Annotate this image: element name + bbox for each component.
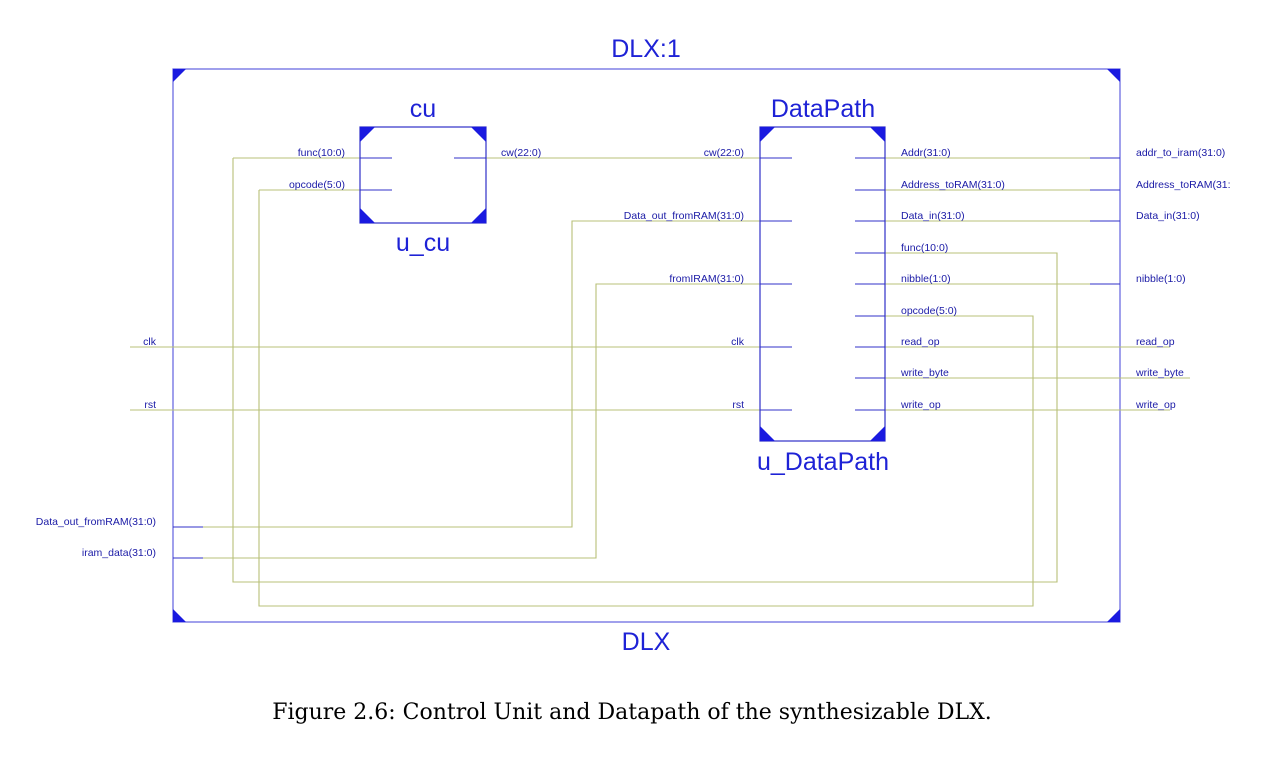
dp-port-func: func(10:0): [901, 242, 948, 254]
cu-port-opcode: opcode(5:0): [289, 179, 345, 191]
dp-port-data-out-fromram: Data_out_fromRAM(31:0): [624, 210, 744, 222]
dp-port-addr: Addr(31:0): [901, 147, 951, 159]
dp-port-write-byte: write_byte: [900, 367, 949, 379]
cu-port-cw: cw(22:0): [501, 147, 541, 159]
top-input-clk: clk: [143, 336, 157, 348]
top-output-data-in: Data_in(31:0): [1136, 210, 1200, 222]
top-input-rst: rst: [144, 399, 156, 411]
top-output-address-toram: Address_toRAM(31:: [1136, 179, 1231, 191]
top-input-data-out-fromram: Data_out_fromRAM(31:0): [36, 516, 156, 528]
dp-port-fromiram: fromIRAM(31:0): [669, 273, 744, 285]
top-input-iram-data: iram_data(31:0): [82, 547, 156, 559]
dp-port-cw: cw(22:0): [704, 147, 744, 159]
wire-data-out-fromram: [203, 220, 760, 528]
dp-port-rst: rst: [732, 399, 744, 411]
cu-corner-tr: [471, 127, 486, 142]
wire-opcode: [258, 190, 1034, 607]
cu-corner-bl: [360, 208, 375, 223]
cu-box: [359, 126, 487, 224]
bottom-module-title: DLX: [622, 628, 671, 656]
dp-corner-br: [870, 426, 885, 441]
dp-corner-tr: [870, 127, 885, 142]
frame-corner-bl: [173, 609, 186, 622]
top-inputs: clk rst Data_out_fromRAM(31:0) iram_data…: [36, 336, 203, 559]
datapath-title: DataPath: [771, 95, 875, 123]
cu-instance-name: u_cu: [396, 229, 450, 257]
dp-port-opcode: opcode(5:0): [901, 305, 957, 317]
cu-corner-br: [471, 208, 486, 223]
figure-caption: Figure 2.6: Control Unit and Datapath of…: [272, 700, 992, 725]
dp-corner-tl: [760, 127, 775, 142]
cu-block: cu func(10:0) opcode(5:0) cw(22:0) u_cu: [289, 95, 541, 257]
dp-corner-bl: [760, 426, 775, 441]
dp-port-write-op: write_op: [900, 399, 941, 411]
dp-port-address-toram: Address_toRAM(31:0): [901, 179, 1005, 191]
dp-port-data-in: Data_in(31:0): [901, 210, 965, 222]
cu-title: cu: [410, 95, 436, 123]
top-output-read-op: read_op: [1136, 336, 1175, 348]
top-output-write-op: write_op: [1135, 399, 1176, 411]
top-module-title: DLX:1: [611, 35, 680, 63]
top-output-addr-to-iram: addr_to_iram(31:0): [1136, 147, 1225, 159]
top-outputs: addr_to_iram(31:0) Address_toRAM(31: Dat…: [1090, 147, 1231, 411]
wire-func: [232, 158, 1058, 583]
frame-corner-tr: [1107, 69, 1120, 82]
frame-corner-tl: [173, 69, 186, 82]
dp-port-clk: clk: [731, 336, 745, 348]
cu-port-func: func(10:0): [298, 147, 345, 159]
datapath-block: DataPath cw(22:0) Data_out_fromRAM(31:0)…: [624, 95, 1005, 476]
dp-port-nibble: nibble(1:0): [901, 273, 951, 285]
top-output-write-byte: write_byte: [1135, 367, 1184, 379]
dp-port-read-op: read_op: [901, 336, 940, 348]
frame-corner-br: [1107, 609, 1120, 622]
wires: [130, 157, 1190, 607]
dlx-frame: [172, 68, 1121, 623]
wire-iram-data: [203, 283, 760, 559]
cu-corner-tl: [360, 127, 375, 142]
top-output-nibble: nibble(1:0): [1136, 273, 1186, 285]
datapath-instance-name: u_DataPath: [757, 448, 889, 476]
